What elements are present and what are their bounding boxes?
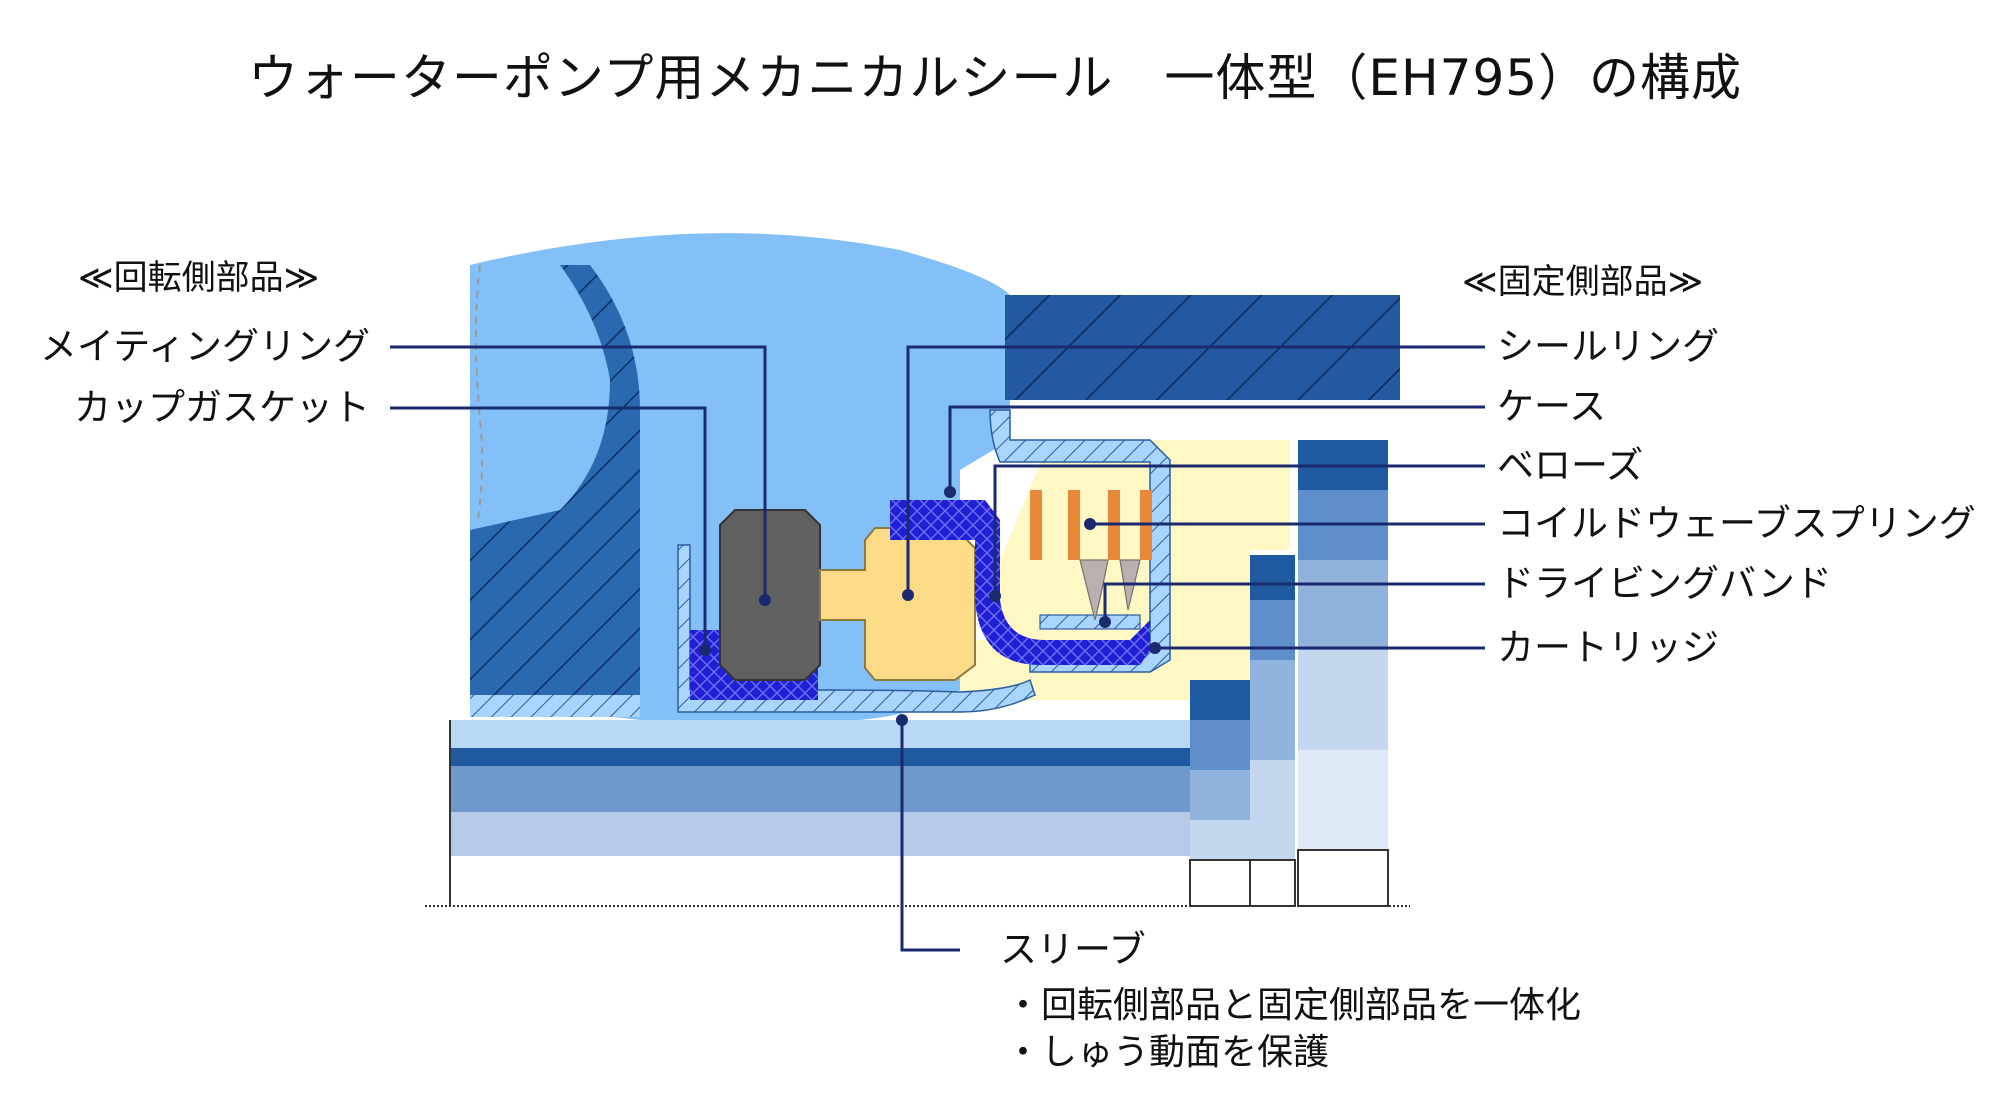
rotating-parts-heading: ≪回転側部品≫ [78, 258, 320, 298]
mating-ring-part [719, 509, 821, 681]
shaft [425, 720, 1410, 907]
label-mating-ring: メイティングリング [39, 325, 370, 368]
leader-sleeve [900, 720, 960, 952]
label-case: ケース [1497, 385, 1607, 428]
label-cartridge: カートリッジ [1497, 626, 1719, 669]
driving-band-part [1039, 614, 1141, 630]
label-sleeve: スリーブ [1000, 928, 1146, 971]
note-2: ・しゅう動面を保護 [1005, 1032, 1330, 1073]
leader-seal-ring [906, 345, 1485, 595]
bellows-part [890, 500, 1150, 665]
page-title: ウォーターポンプ用メカニカルシール 一体型（EH795）の構成 [247, 49, 1743, 107]
leader-bellows [993, 464, 1485, 596]
leader-driving-band [1103, 582, 1485, 622]
impeller-hatch [470, 265, 640, 710]
label-bellows: ベローズ [1497, 444, 1644, 487]
label-coil-wave-spring: コイルドウェーブスプリング [1497, 502, 1976, 545]
stationary-parts-heading: ≪固定側部品≫ [1462, 262, 1704, 302]
note-1: ・回転側部品と固定側部品を一体化 [1005, 985, 1582, 1026]
housing-steps [1189, 440, 1389, 907]
label-cup-gasket: カップガスケット [74, 386, 370, 429]
leader-mating-ring [390, 345, 767, 600]
leader-cup-gasket [390, 406, 707, 650]
leader-case [948, 405, 1485, 492]
label-seal-ring: シールリング [1497, 325, 1719, 368]
label-driving-band: ドライビングバンド [1497, 562, 1832, 605]
